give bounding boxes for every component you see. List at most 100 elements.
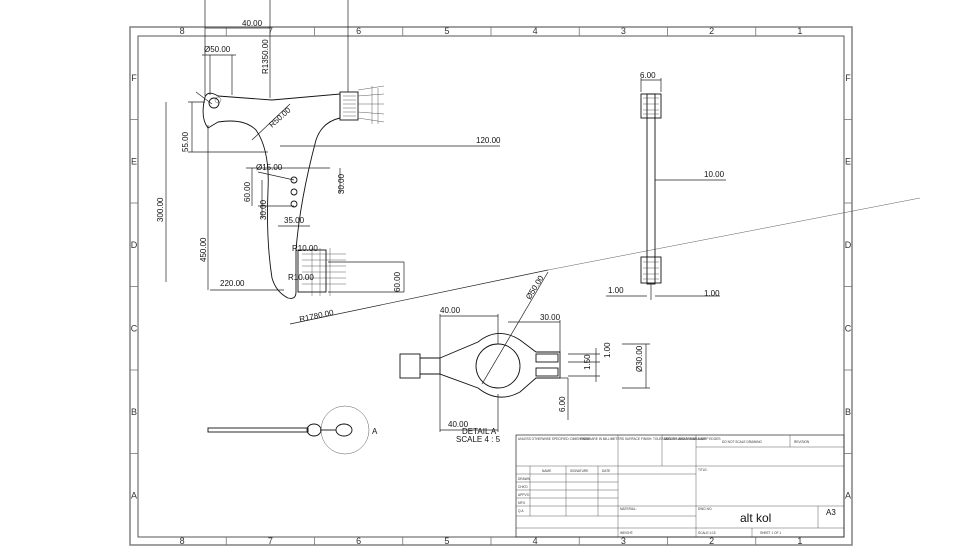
zone-column-label-bottom: 7	[268, 536, 273, 546]
zone-column-label-top: 7	[268, 26, 273, 36]
zone-column-label-top: 5	[444, 26, 449, 36]
dim-35: 35.00	[284, 216, 305, 225]
revision-label: REVISION	[794, 440, 810, 444]
zone-row-label-right: E	[845, 156, 851, 166]
main-dim-lines	[165, 0, 549, 325]
title-block-frame	[515, 434, 845, 538]
zone-row-label-left: E	[131, 156, 137, 166]
date-col: DATE	[602, 469, 610, 473]
dim-dia30-detail: Ø30.00	[635, 345, 644, 372]
side-body	[646, 93, 656, 285]
side-bottom-block	[640, 256, 662, 284]
zone-column-label-top: 2	[709, 26, 714, 36]
bottom-view-eye-2	[335, 423, 353, 437]
zone-row-label-right: A	[845, 490, 851, 500]
dim-r10b: R10.00	[288, 273, 314, 282]
dim-10-side: 10.00	[704, 170, 725, 179]
zone-row-label-left: D	[131, 240, 138, 250]
signature-col: SIGNATURE	[570, 469, 588, 473]
hole-3	[290, 200, 298, 208]
dim-220: 220.00	[220, 279, 245, 288]
detail-scale: SCALE 4 : 5	[456, 435, 501, 444]
row-mfg: MFG	[518, 501, 526, 505]
dim-r1780: R1780.00	[299, 308, 335, 324]
lever-outline	[202, 92, 341, 299]
row-drawn: DRAWN	[518, 477, 531, 481]
bottom-view-eye-1	[306, 423, 322, 437]
title-block: UNLESS OTHERWISE SPECIFIED: DIMENSIONS A…	[515, 434, 845, 538]
zone-column-label-bottom: 5	[444, 536, 449, 546]
top-end-block	[339, 91, 359, 121]
dim-r50: R50.00	[267, 105, 293, 129]
dim-120: 120.00	[476, 136, 501, 145]
detail-title: DETAIL A	[462, 427, 497, 436]
zone-column-label-top: 4	[533, 26, 538, 36]
material-label: MATERIAL:	[620, 507, 637, 511]
detail-eye-hole	[475, 343, 521, 389]
detail-right-slot-2	[535, 367, 559, 377]
dim-150-detail: 1.50	[583, 354, 592, 370]
dim-6-detail: 6.00	[558, 396, 567, 412]
hole-2	[290, 188, 298, 196]
side-top-block	[640, 93, 662, 119]
dim-55: 55.00	[181, 131, 190, 152]
title-block-grid	[516, 435, 844, 537]
dim-1-left: 1.00	[608, 286, 624, 295]
hole-1	[290, 176, 298, 184]
side-hatching	[643, 97, 659, 280]
dont-scale-label: DO NOT SCALE DRAWING	[722, 440, 762, 444]
row-qa: Q.A	[518, 509, 524, 513]
zone-column-label-top: 8	[180, 26, 185, 36]
zone-column-label-top: 3	[621, 26, 626, 36]
bottom-view-bar	[207, 427, 309, 433]
zone-row-label-right: B	[845, 407, 851, 417]
dim-30-right: 30.00	[337, 173, 346, 194]
sheet-size: A3	[826, 508, 836, 517]
zone-column-label-bottom: 3	[621, 536, 626, 546]
dim-1-right: 1.00	[704, 289, 720, 298]
radius-leader	[547, 197, 921, 271]
side-view	[606, 78, 726, 300]
title-label: TITLE:	[698, 468, 708, 472]
row-chkd: CHK'D	[518, 485, 528, 489]
zone-column-label-bottom: 2	[709, 536, 714, 546]
dim-dia50-top: Ø50.00	[204, 45, 231, 54]
finish-label: FINISH:	[580, 437, 591, 441]
dwg-no-label: DWG NO.	[698, 507, 712, 511]
zone-column-label-bottom: 4	[533, 536, 538, 546]
dim-r1350: R1350.00	[261, 39, 270, 74]
dim-30-left: 30.00	[259, 199, 268, 220]
zone-ticks	[130, 27, 852, 545]
side-dim-lines	[606, 78, 726, 300]
dim-40-detail-bottom: 40.00	[448, 420, 469, 429]
zone-row-label-right: D	[845, 240, 852, 250]
dim-450: 450.00	[199, 237, 208, 262]
dim-dia50-detail: Ø50.00	[524, 274, 546, 301]
zone-row-label-left: C	[131, 323, 138, 333]
scale-label: SCALE:1:15	[698, 531, 716, 535]
dim-300: 300.00	[156, 197, 165, 222]
bottom-end-dim-cluster	[302, 248, 346, 296]
weight-label: WEIGHT:	[620, 531, 633, 535]
name-col: NAME	[542, 469, 551, 473]
zone-column-label-bottom: 1	[797, 536, 802, 546]
zone-column-label-top: 6	[356, 26, 361, 36]
dim-dia15: Ø15.00	[256, 163, 283, 172]
zone-row-label-left: F	[131, 73, 137, 83]
units-note: UNLESS OTHERWISE SPECIFIED: DIMENSIONS A…	[518, 437, 706, 441]
row-appvd: APPV'D	[518, 493, 530, 497]
bottom-view	[207, 405, 370, 455]
dim-60-right: 60.00	[393, 271, 402, 292]
dim-r10a: R10.00	[292, 244, 318, 253]
zone-row-label-right: C	[845, 323, 852, 333]
zone-column-label-bottom: 6	[356, 536, 361, 546]
detail-callout-letter: A	[372, 427, 378, 436]
top-end-dim-cluster	[357, 85, 385, 124]
dim-60: 60.00	[243, 181, 252, 202]
drawing-title: alt kol	[740, 511, 771, 525]
dim-1-detail: 1.00	[603, 342, 612, 358]
detail-left-block	[399, 353, 421, 379]
dim-40-top: 40.00	[242, 19, 263, 28]
